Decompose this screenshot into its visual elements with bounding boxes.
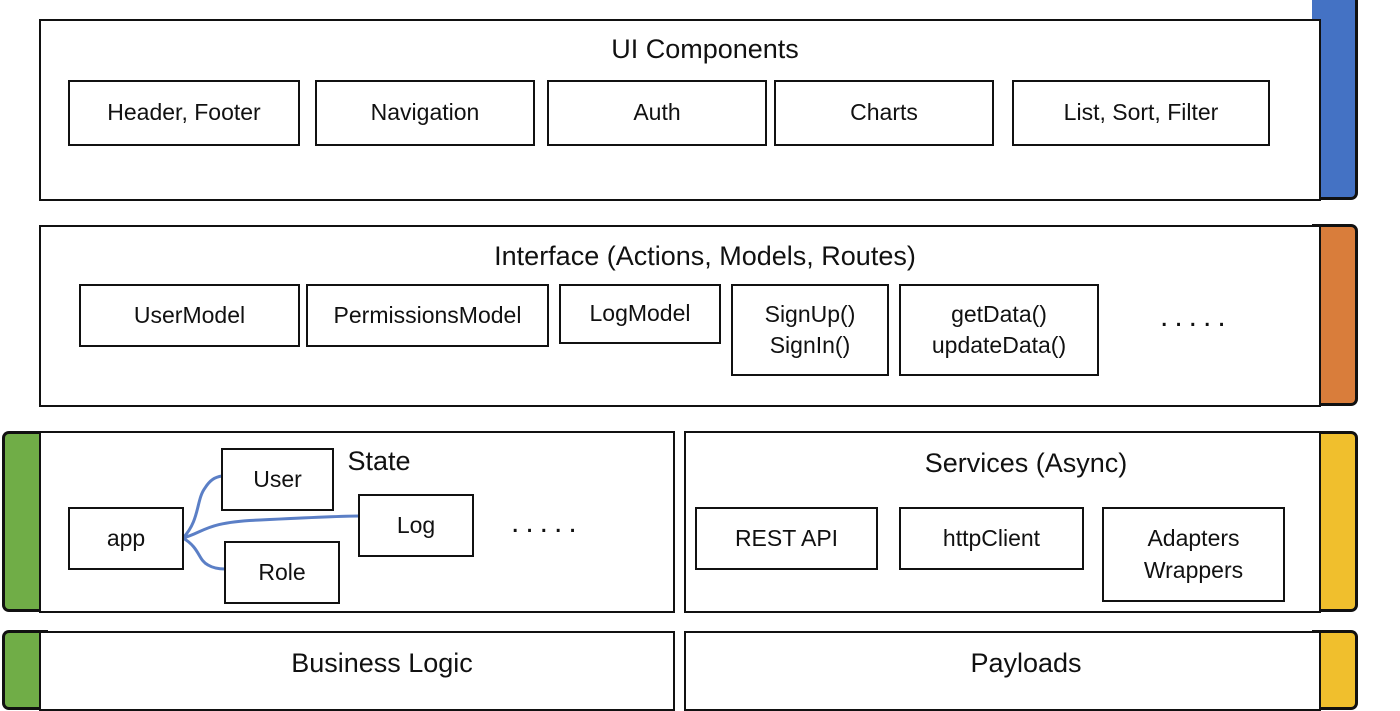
state-title: State bbox=[347, 446, 411, 476]
user-state-box: User bbox=[221, 448, 334, 511]
rest-api-label: REST API bbox=[734, 524, 839, 551]
services-title: Services (Async) bbox=[924, 448, 1128, 478]
auth-box: Auth bbox=[547, 80, 767, 146]
update-data-label: updateData() bbox=[931, 332, 1067, 358]
state-more-ellipsis: ..... bbox=[511, 506, 583, 539]
ui-components-title: UI Components bbox=[611, 34, 799, 64]
log-state-label: Log bbox=[396, 511, 436, 538]
log-state-box: Log bbox=[358, 494, 474, 557]
header-footer-label: Header, Footer bbox=[107, 99, 261, 126]
interface-title: Interface (Actions, Models, Routes) bbox=[494, 241, 916, 271]
interface-more-ellipsis: ..... bbox=[1160, 300, 1232, 333]
list-sort-filter-label: List, Sort, Filter bbox=[1063, 99, 1219, 126]
header-footer-box: Header, Footer bbox=[68, 80, 300, 146]
user-model-box: UserModel bbox=[79, 284, 300, 347]
http-client-box: httpClient bbox=[899, 507, 1084, 570]
permissions-model-box: PermissionsModel bbox=[306, 284, 549, 347]
rest-api-box: REST API bbox=[695, 507, 878, 570]
signup-label: SignUp() bbox=[764, 300, 856, 327]
role-state-box: Role bbox=[224, 541, 340, 604]
get-data-label: getData() bbox=[951, 300, 1047, 327]
signin-label: SignIn() bbox=[769, 332, 851, 358]
adapters-label: Adapters bbox=[1147, 525, 1240, 552]
data-actions-box: getData() updateData() bbox=[899, 284, 1099, 376]
auth-label: Auth bbox=[633, 99, 681, 126]
app-state-box: app bbox=[68, 507, 184, 570]
adapters-wrappers-box: Adapters Wrappers bbox=[1102, 507, 1285, 602]
navigation-box: Navigation bbox=[315, 80, 535, 146]
permissions-model-label: PermissionsModel bbox=[333, 301, 522, 328]
navigation-label: Navigation bbox=[370, 99, 480, 126]
charts-label: Charts bbox=[850, 99, 918, 126]
user-state-label: User bbox=[253, 465, 302, 492]
log-model-box: LogModel bbox=[559, 284, 721, 344]
payloads-title: Payloads bbox=[970, 648, 1082, 678]
charts-box: Charts bbox=[774, 80, 994, 146]
business-logic-title: Business Logic bbox=[291, 648, 473, 678]
log-model-label: LogModel bbox=[589, 300, 691, 327]
role-state-label: Role bbox=[258, 558, 306, 585]
user-model-label: UserModel bbox=[133, 301, 246, 328]
list-sort-filter-box: List, Sort, Filter bbox=[1012, 80, 1270, 146]
wrappers-label: Wrappers bbox=[1143, 556, 1244, 583]
app-state-label: app bbox=[106, 524, 146, 551]
auth-actions-box: SignUp() SignIn() bbox=[731, 284, 889, 376]
http-client-label: httpClient bbox=[942, 524, 1041, 551]
